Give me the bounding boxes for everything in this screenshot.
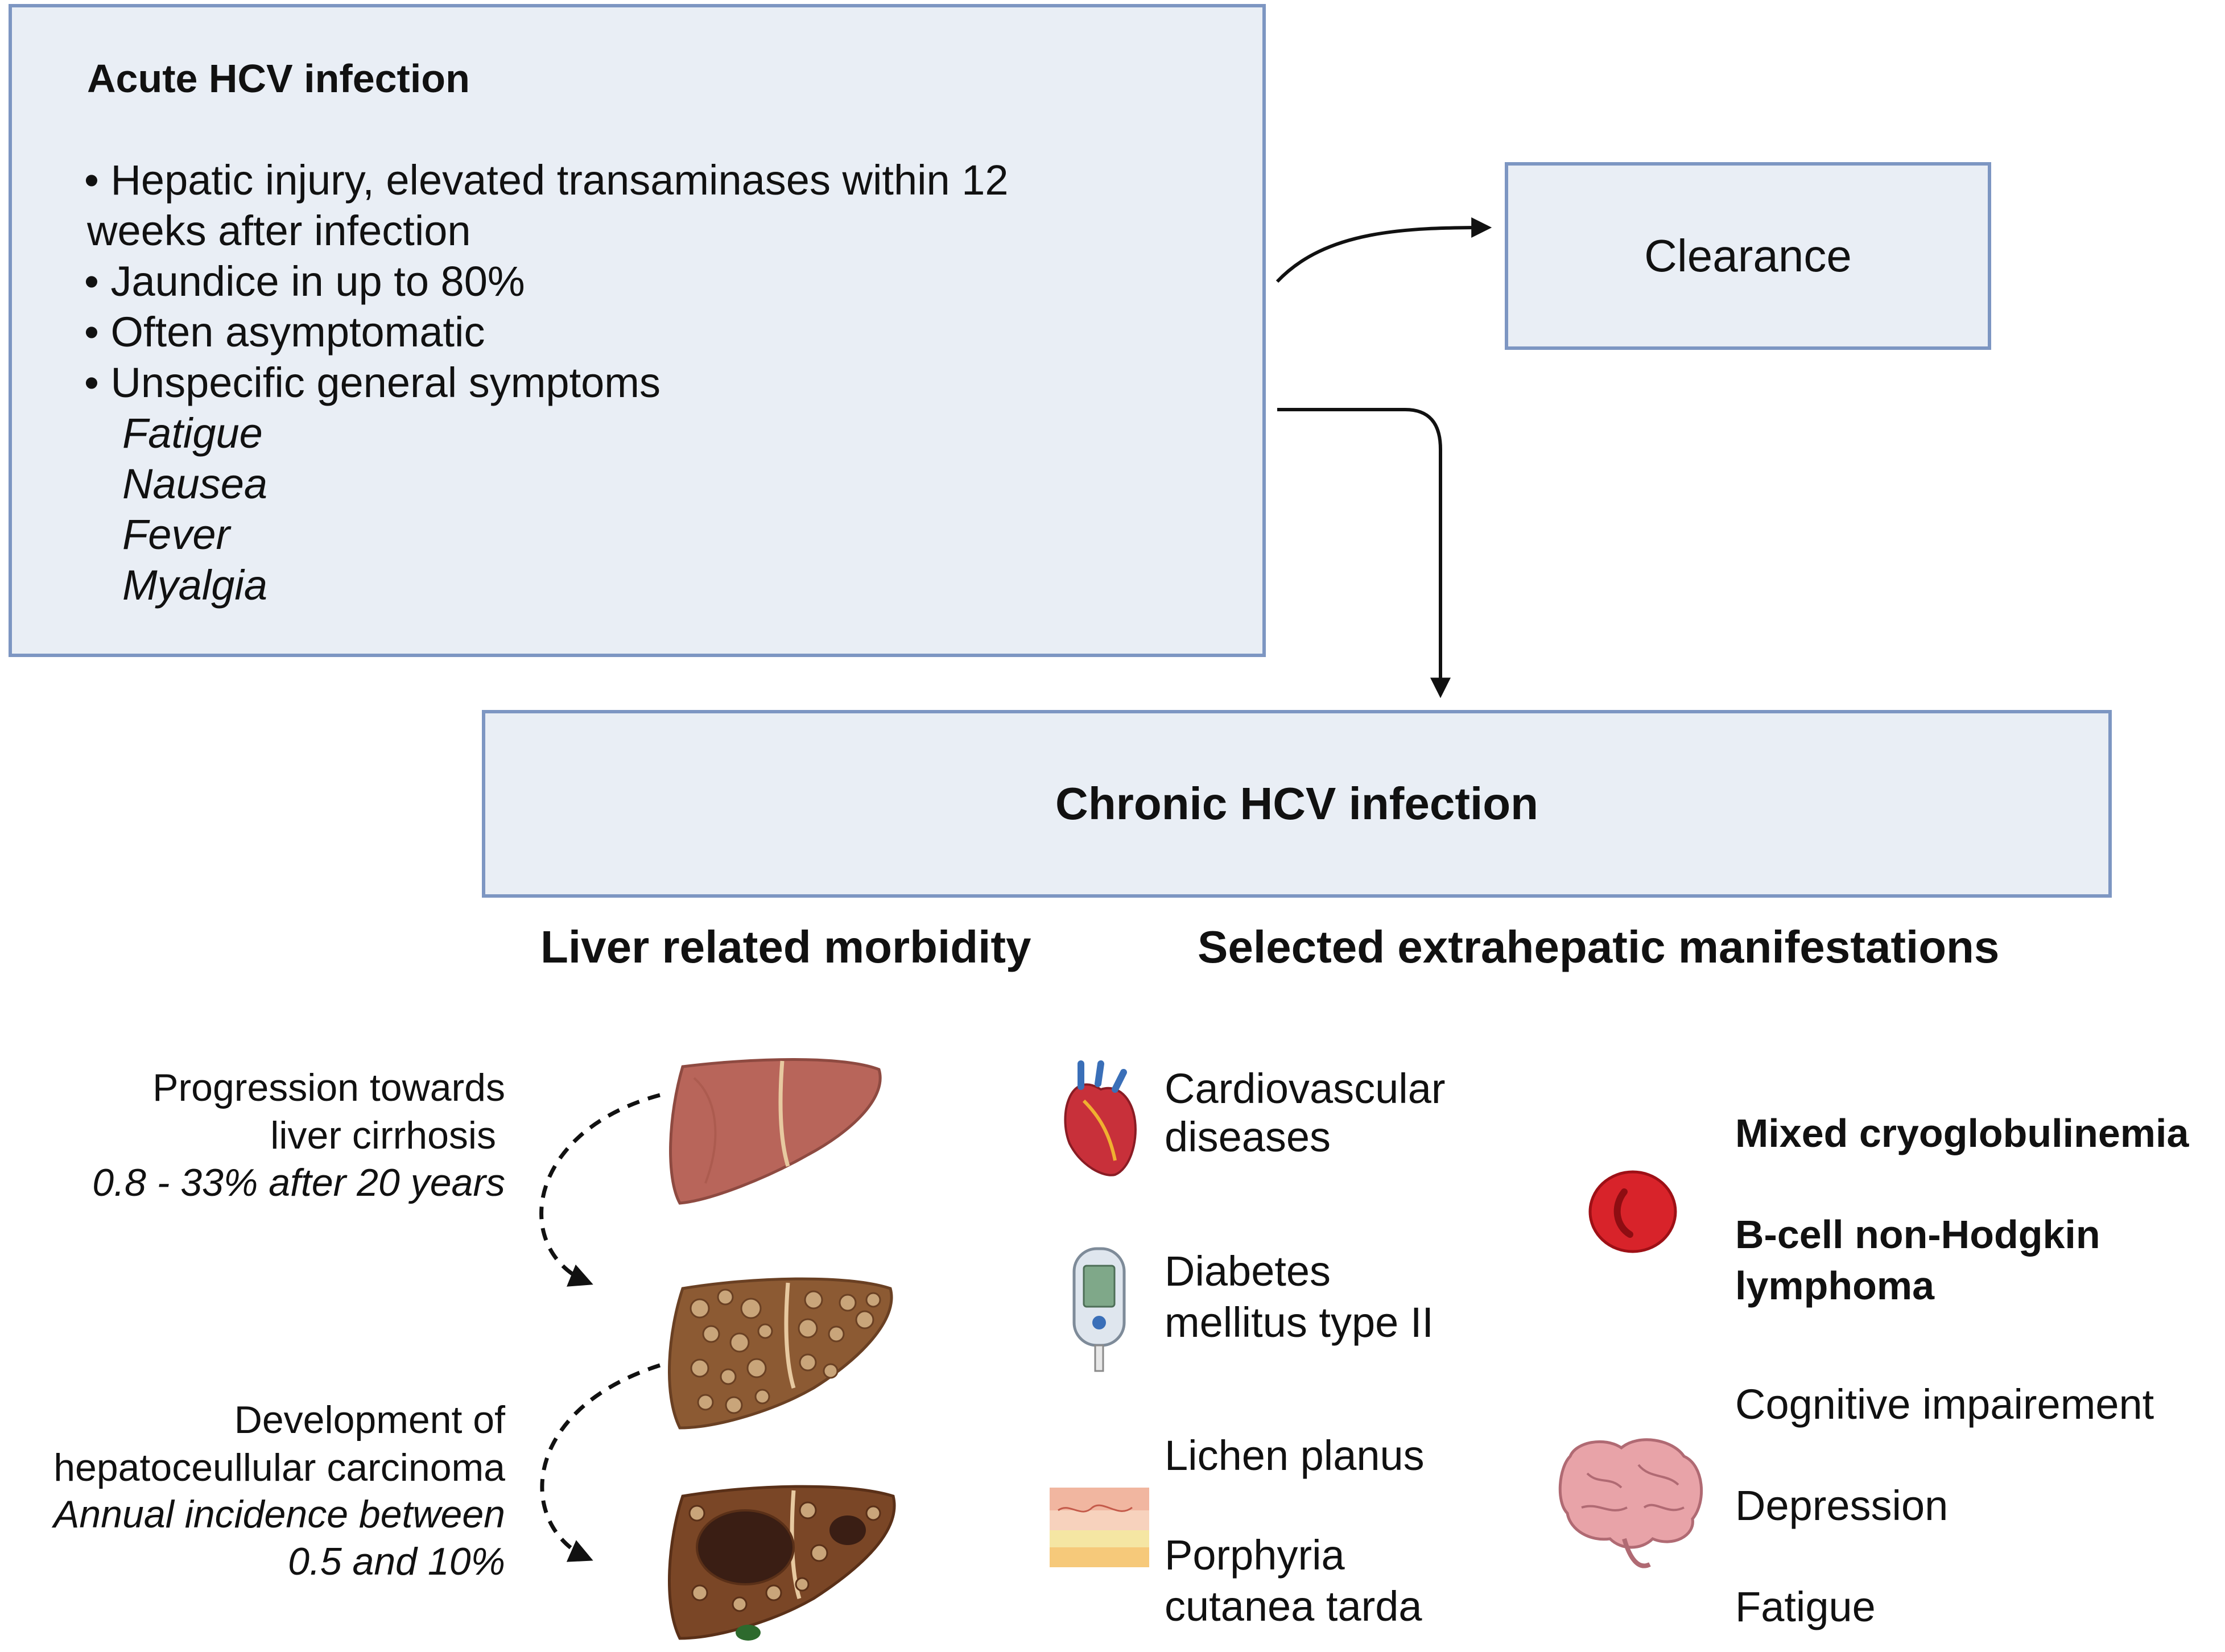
acute-infection-box [9, 4, 1266, 657]
diabetes-line-1: Diabetes [1165, 1248, 1331, 1295]
heart-icon [1064, 1060, 1137, 1176]
glucometer-icon [1072, 1247, 1126, 1372]
brain-icon [1558, 1438, 1703, 1568]
arrow-to-chronic [1277, 408, 1451, 699]
healthy-liver-icon [669, 1058, 882, 1205]
depression-label: Depression [1735, 1482, 1949, 1529]
fatigue-label: Fatigue [1735, 1583, 1876, 1630]
hcc-line-2: hepatoceullular carcinoma [53, 1446, 505, 1489]
diabetes-line-2: mellitus type II [1165, 1299, 1434, 1346]
skin-layers-icon [1050, 1488, 1149, 1567]
lymphoma-line-2: lymphoma [1735, 1263, 1935, 1308]
hcc-liver-icon [668, 1485, 896, 1641]
symptom-nausea: Nausea [122, 460, 268, 507]
symptom-myalgia: Myalgia [122, 561, 267, 609]
lymphoma-line-1: B-cell non-Hodgkin [1735, 1212, 2100, 1257]
dashed-arrow-to-hcc [540, 1363, 661, 1562]
chronic-title: Chronic HCV infection [1055, 778, 1538, 829]
hcc-line-4: 0.5 and 10% [288, 1540, 505, 1583]
porphyria-line-1: Porphyria [1165, 1531, 1345, 1579]
symptom-fever: Fever [122, 511, 230, 558]
dashed-arrow-to-cirrhosis [539, 1093, 661, 1287]
cognitive-impairment-label: Cognitive impairement [1735, 1381, 2154, 1428]
chronic-infection-box [482, 710, 2112, 898]
clearance-box [1505, 162, 1991, 350]
lichen-planus-label: Lichen planus [1165, 1432, 1425, 1479]
acute-bullet-3: • Often asymptomatic [84, 308, 485, 356]
symptom-fatigue: Fatigue [122, 410, 263, 457]
progression-rate: 0.8 - 33% after 20 years [92, 1161, 505, 1204]
acute-bullet-2: • Jaundice in up to 80% [84, 258, 525, 305]
acute-bullet-4: • Unspecific general symptoms [84, 359, 661, 406]
clearance-label: Clearance [1644, 230, 1852, 281]
acute-bullet-1-cont: weeks after infection [87, 207, 471, 254]
cirrhotic-liver-icon [668, 1277, 893, 1430]
cryoglobulinemia-label: Mixed cryoglobulinemia [1735, 1111, 2189, 1155]
porphyria-line-2: cutanea tarda [1165, 1583, 1422, 1630]
progression-line-2: liver cirrhosis [270, 1114, 496, 1157]
cardio-line-1: Cardiovascular [1165, 1065, 1446, 1112]
acute-bullet-1: • Hepatic injury, elevated transaminases… [84, 156, 1009, 204]
liver-morbidity-heading: Liver related morbidity [540, 922, 1031, 972]
arrow-to-clearance [1275, 217, 1492, 283]
red-blood-cell-icon [1588, 1170, 1677, 1253]
extrahepatic-heading: Selected extrahepatic manifestations [1198, 922, 2000, 972]
acute-title: Acute HCV infection [87, 56, 470, 101]
progression-line-1: Progression towards [152, 1066, 505, 1109]
hcc-line-3: Annual incidence between [53, 1493, 505, 1536]
cardio-line-2: diseases [1165, 1113, 1331, 1160]
hcc-line-1: Development of [234, 1398, 505, 1442]
